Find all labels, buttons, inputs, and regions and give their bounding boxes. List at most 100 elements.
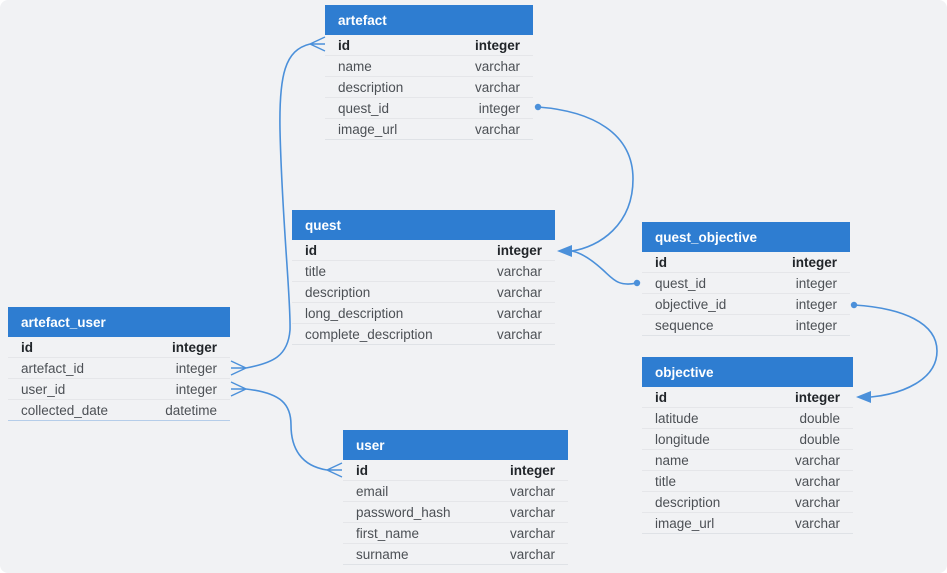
- column-name: id: [305, 242, 317, 258]
- column-name: id: [338, 37, 350, 53]
- column-name: title: [655, 473, 677, 489]
- column-type: double: [799, 410, 840, 426]
- table-title: artefact_user: [21, 314, 106, 330]
- column-type: double: [799, 431, 840, 447]
- table-rows: id integer email varchar password_hash v…: [343, 460, 568, 565]
- relation-artefact_user-artefact_id--artefact-id[interactable]: [245, 43, 311, 369]
- column-type: integer: [509, 462, 555, 478]
- column-type: integer: [474, 37, 520, 53]
- column-row-surname: surname varchar: [343, 544, 568, 565]
- column-name: id: [655, 389, 667, 405]
- column-type: datetime: [165, 402, 217, 418]
- column-name: quest_id: [338, 100, 390, 116]
- table-header[interactable]: objective: [642, 357, 853, 387]
- column-name: image_url: [655, 515, 715, 531]
- column-name: quest_id: [655, 275, 707, 291]
- column-type: varchar: [474, 121, 520, 137]
- column-name: id: [21, 339, 33, 355]
- column-row-complete_description: complete_description varchar: [292, 324, 555, 345]
- column-type: integer: [496, 242, 542, 258]
- column-type: varchar: [509, 483, 555, 499]
- column-type: integer: [791, 254, 837, 270]
- table-quest_objective[interactable]: quest_objective id integer quest_id inte…: [642, 222, 850, 336]
- table-rows: id integer quest_id integer objective_id…: [642, 252, 850, 336]
- column-row-title: title varchar: [292, 261, 555, 282]
- column-row-long_description: long_description varchar: [292, 303, 555, 324]
- column-type: varchar: [794, 452, 840, 468]
- relation-artefact_user-user_id--user-id[interactable]: [245, 388, 328, 471]
- column-row-quest_id: quest_id integer: [642, 273, 850, 294]
- column-name: password_hash: [356, 504, 451, 520]
- column-row-id: id integer: [292, 240, 555, 261]
- column-name: complete_description: [305, 326, 433, 342]
- table-artefact_user[interactable]: artefact_user id integer artefact_id int…: [8, 307, 230, 421]
- column-row-description: description varchar: [642, 492, 853, 513]
- table-user[interactable]: user id integer email varchar password_h…: [343, 430, 568, 565]
- table-header[interactable]: quest_objective: [642, 222, 850, 252]
- column-row-collected_date: collected_date datetime: [8, 400, 230, 421]
- relation-quest_objective-quest_id--quest-id[interactable]: [571, 250, 638, 285]
- column-row-latitude: latitude double: [642, 408, 853, 429]
- table-rows: id integer latitude double longitude dou…: [642, 387, 853, 534]
- column-row-title: title varchar: [642, 471, 853, 492]
- column-type: integer: [175, 360, 217, 376]
- column-type: varchar: [496, 305, 542, 321]
- column-type: integer: [795, 317, 837, 333]
- column-row-email: email varchar: [343, 481, 568, 502]
- column-name: collected_date: [21, 402, 109, 418]
- column-name: artefact_id: [21, 360, 85, 376]
- column-type: varchar: [509, 525, 555, 541]
- column-name: description: [338, 79, 404, 95]
- column-row-id: id integer: [8, 337, 230, 358]
- column-name: name: [338, 58, 372, 74]
- table-title: quest_objective: [655, 229, 758, 245]
- column-row-id: id integer: [642, 252, 850, 273]
- column-row-description: description varchar: [325, 77, 533, 98]
- column-name: id: [655, 254, 667, 270]
- column-type: integer: [794, 389, 840, 405]
- table-title: artefact: [338, 12, 387, 28]
- column-type: varchar: [496, 284, 542, 300]
- column-type: integer: [175, 381, 217, 397]
- relation-artefact-quest_id--quest-id[interactable]: [537, 106, 634, 252]
- column-type: integer: [795, 296, 837, 312]
- column-row-objective_id: objective_id integer: [642, 294, 850, 315]
- table-header[interactable]: artefact: [325, 5, 533, 35]
- column-name: image_url: [338, 121, 398, 137]
- column-type: varchar: [794, 515, 840, 531]
- column-name: long_description: [305, 305, 404, 321]
- table-objective[interactable]: objective id integer latitude double lon…: [642, 357, 853, 534]
- table-header[interactable]: artefact_user: [8, 307, 230, 337]
- column-name: longitude: [655, 431, 710, 447]
- table-header[interactable]: user: [343, 430, 568, 460]
- column-row-name: name varchar: [325, 56, 533, 77]
- column-row-password_hash: password_hash varchar: [343, 502, 568, 523]
- table-rows: id integer artefact_id integer user_id i…: [8, 337, 230, 421]
- column-type: varchar: [794, 473, 840, 489]
- table-title: objective: [655, 364, 714, 380]
- column-name: email: [356, 483, 389, 499]
- column-row-image_url: image_url varchar: [325, 119, 533, 140]
- column-type: varchar: [474, 58, 520, 74]
- table-artefact[interactable]: artefact id integer name varchar descrip…: [325, 5, 533, 140]
- column-type: varchar: [794, 494, 840, 510]
- column-name: name: [655, 452, 689, 468]
- column-name: objective_id: [655, 296, 727, 312]
- column-row-id: id integer: [325, 35, 533, 56]
- table-header[interactable]: quest: [292, 210, 555, 240]
- column-row-image_url: image_url varchar: [642, 513, 853, 534]
- column-name: user_id: [21, 381, 66, 397]
- column-name: latitude: [655, 410, 699, 426]
- column-name: title: [305, 263, 327, 279]
- column-type: varchar: [496, 263, 542, 279]
- table-quest[interactable]: quest id integer title varchar descripti…: [292, 210, 555, 345]
- relation-quest_objective-objective_id--objective-id[interactable]: [853, 304, 938, 398]
- column-type: varchar: [509, 546, 555, 562]
- column-row-first_name: first_name varchar: [343, 523, 568, 544]
- table-title: quest: [305, 217, 342, 233]
- column-name: first_name: [356, 525, 420, 541]
- column-name: description: [655, 494, 721, 510]
- column-type: varchar: [474, 79, 520, 95]
